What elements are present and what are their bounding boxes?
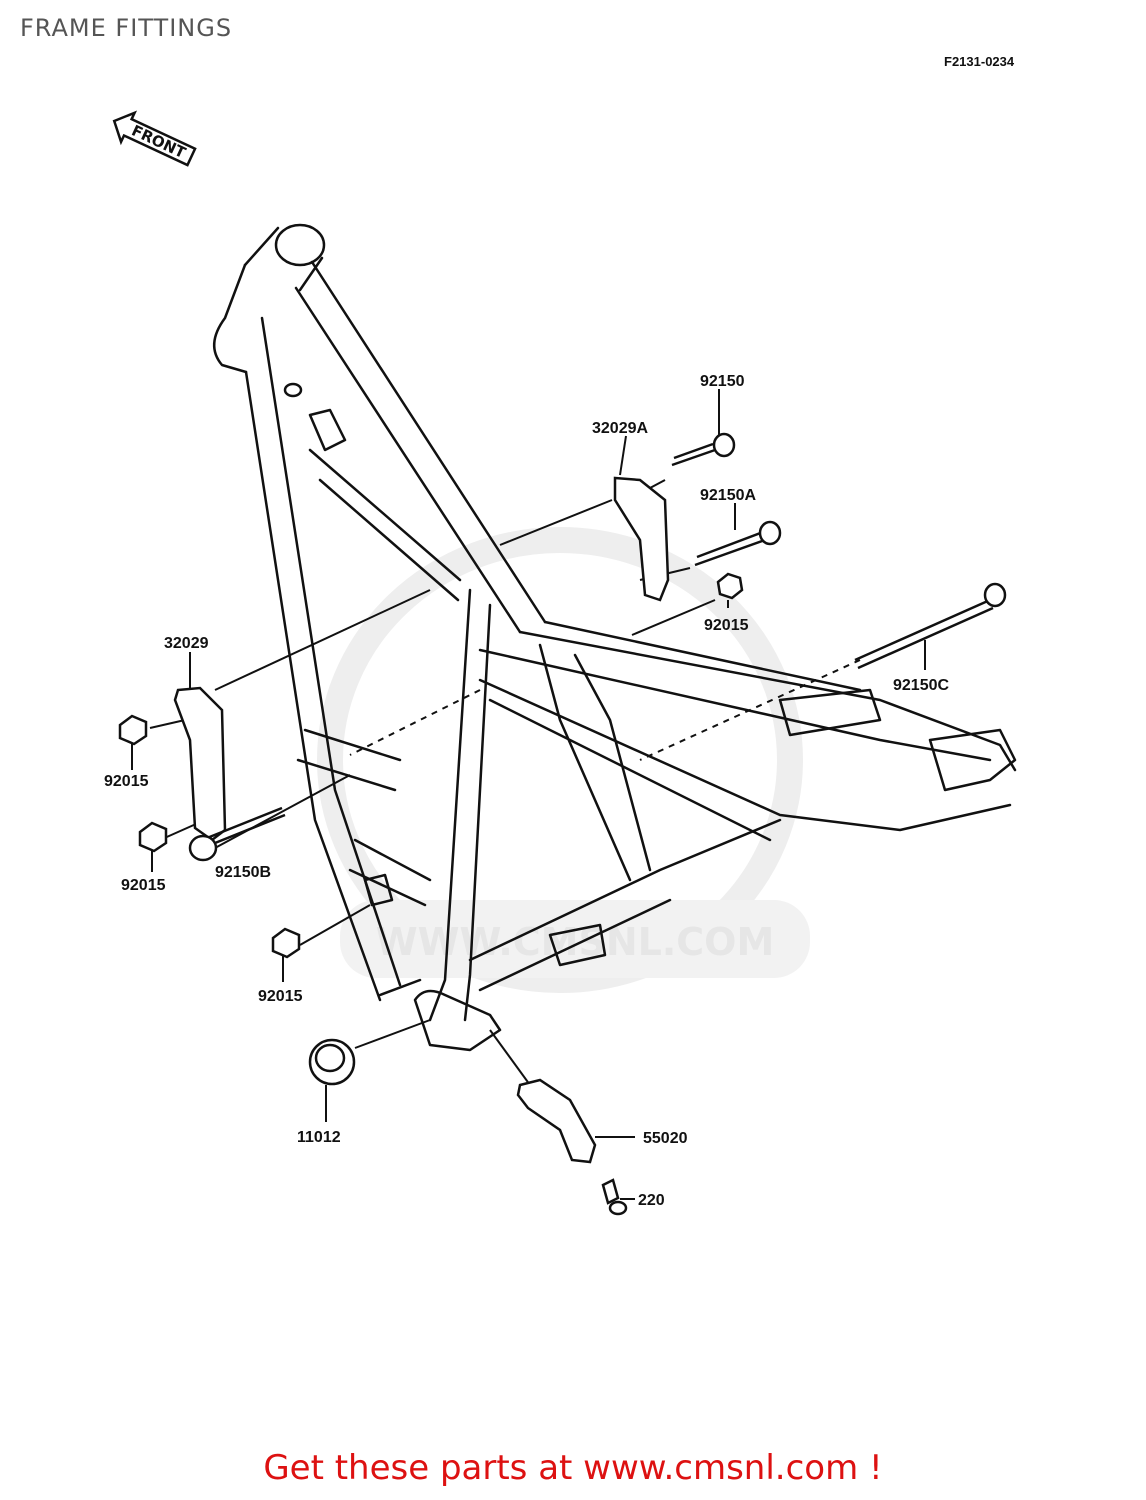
part-label: 92150B — [215, 864, 271, 881]
part-nut-92015-a — [118, 714, 148, 746]
part-label: 92150 — [700, 373, 745, 390]
part-label: 32029 — [164, 635, 209, 652]
watermark-text: WWW.CMSNL.COM — [376, 920, 775, 964]
part-guard-55020 — [516, 1078, 597, 1164]
part-bracket-32029 — [173, 686, 227, 842]
front-label: FRONT — [129, 121, 189, 162]
part-label: 220 — [638, 1192, 665, 1209]
part-label: 92015 — [258, 988, 303, 1005]
part-nut-92015-c — [271, 927, 301, 959]
part-nut-92015-upper — [716, 572, 744, 600]
part-label: 92015 — [704, 617, 749, 634]
frame-drawing — [213, 223, 1017, 1052]
part-nut-92015-b — [138, 821, 168, 853]
part-label: 92015 — [104, 773, 149, 790]
part-bracket-32029A — [613, 476, 670, 602]
front-arrow-icon: FRONT — [112, 110, 197, 167]
leader-lines — [131, 389, 926, 1200]
part-label: 55020 — [643, 1130, 688, 1147]
part-label: 92150C — [893, 677, 949, 694]
part-label: 92015 — [121, 877, 166, 894]
watermark: WWW.CMSNL.COM — [317, 527, 810, 993]
part-bolt-92150 — [671, 432, 736, 467]
part-label: 32029A — [592, 420, 648, 437]
part-screw-220 — [601, 1178, 628, 1216]
part-label: 11012 — [297, 1129, 341, 1146]
part-labels: 92150 32029A 92150A 92015 92150C 32029 9… — [104, 373, 949, 1209]
part-label: 92150A — [700, 487, 756, 504]
frame-diagram: WWW.CMSNL.COM FRONT — [104, 110, 1017, 1216]
part-bolt-92150C — [854, 582, 1007, 670]
part-plug-11012 — [308, 1038, 356, 1086]
page-title: FRAME FITTINGS — [20, 14, 233, 42]
part-bolt-92150A — [694, 520, 782, 567]
promo-link[interactable]: Get these parts at www.cmsnl.com ! — [263, 1448, 883, 1488]
diagram-code: F2131-0234 — [944, 54, 1015, 69]
part-bolt-92150B — [188, 806, 286, 862]
